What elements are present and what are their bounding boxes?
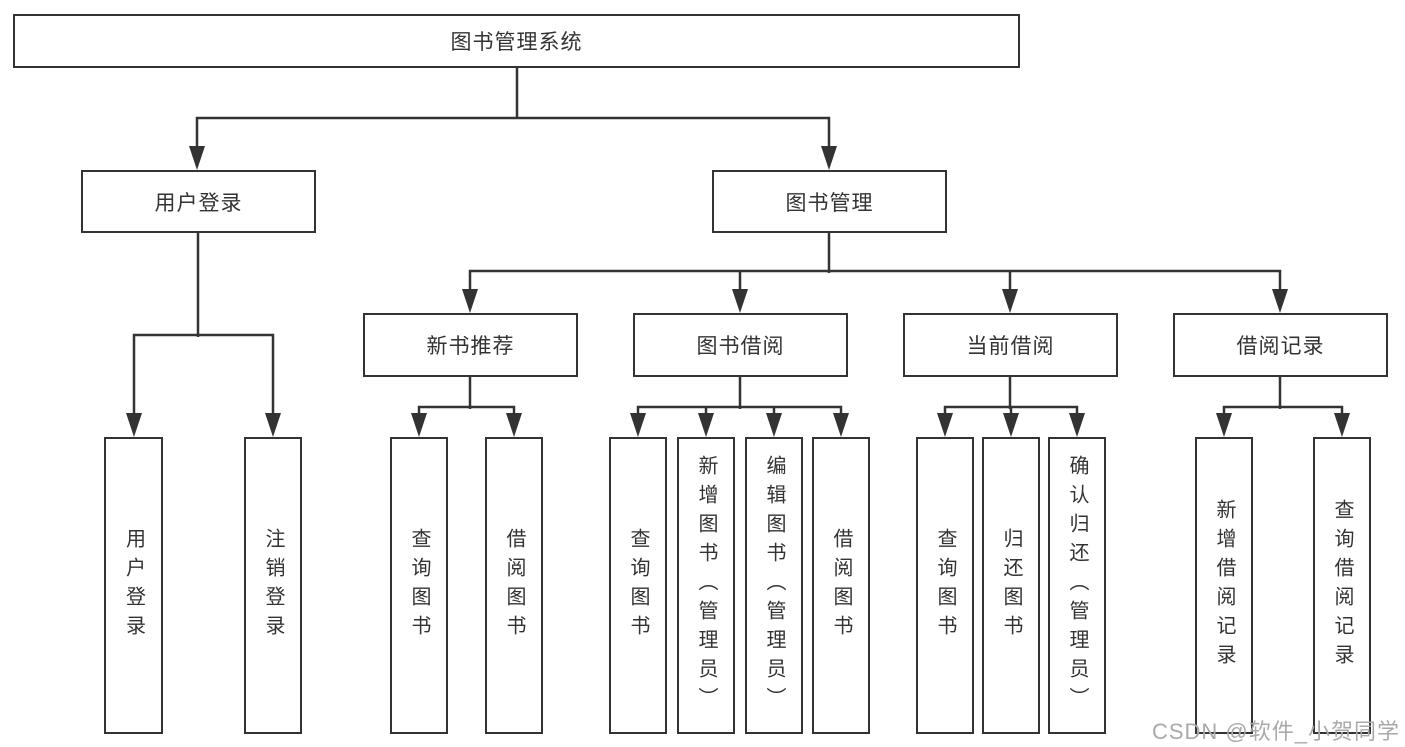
node-user-login-branch-label: 用户登录	[154, 191, 243, 215]
node-leaf-query-books-1-label: 查询图书	[408, 527, 430, 644]
node-new-book-rec: 新书推荐	[363, 313, 578, 377]
connector-book-borrow-to-children	[636, 375, 843, 430]
node-leaf-add-book-admin-label: 新增图书（管理员）	[695, 455, 717, 716]
node-leaf-query-books-1: 查询图书	[390, 437, 448, 734]
arrowheads-borrow-record-children	[1216, 413, 1350, 437]
node-leaf-edit-book-admin-label: 编辑图书（管理员）	[763, 455, 785, 716]
connector-new-book-to-children	[417, 375, 516, 430]
node-user-login-branch: 用户登录	[81, 170, 316, 233]
node-book-mgmt-branch-label: 图书管理	[785, 191, 874, 215]
connector-book-mgmt-to-level2	[468, 231, 1282, 306]
connector-borrow-record-to-children	[1222, 375, 1344, 430]
connector-root-to-level1	[195, 66, 831, 166]
node-leaf-edit-book-admin: 编辑图书（管理员）	[745, 437, 803, 734]
node-leaf-confirm-return-admin: 确认归还（管理员）	[1048, 437, 1106, 734]
node-leaf-query-borrow-record-label: 查询借阅记录	[1331, 498, 1353, 673]
node-borrow-record: 借阅记录	[1173, 313, 1388, 377]
node-new-book-rec-label: 新书推荐	[426, 335, 515, 358]
node-borrow-record-label: 借阅记录	[1236, 335, 1325, 358]
node-root-system: 图书管理系统	[13, 14, 1020, 68]
arrowheads-new-book-children	[411, 413, 522, 437]
node-root-system-label: 图书管理系统	[450, 31, 583, 54]
node-leaf-query-books-3: 查询图书	[916, 437, 974, 734]
arrowheads-book-borrow-children	[630, 413, 849, 437]
node-leaf-user-login-label: 用户登录	[122, 527, 145, 644]
arrowheads-book-mgmt-level2	[462, 289, 1288, 313]
node-leaf-borrow-books-2: 借阅图书	[812, 437, 870, 734]
node-book-borrow-label: 图书借阅	[696, 335, 785, 358]
node-leaf-user-login: 用户登录	[104, 437, 163, 734]
connector-user-login-to-children	[132, 231, 275, 430]
node-leaf-borrow-books-2-label: 借阅图书	[830, 527, 852, 644]
arrowheads-current-borrow-children	[937, 413, 1085, 437]
node-leaf-return-book: 归还图书	[982, 437, 1040, 734]
node-book-mgmt-branch: 图书管理	[712, 170, 947, 233]
node-leaf-add-borrow-record-label: 新增借阅记录	[1213, 498, 1235, 673]
node-leaf-logout: 注销登录	[244, 437, 302, 734]
node-leaf-borrow-books-1: 借阅图书	[485, 437, 543, 734]
node-leaf-query-books-2: 查询图书	[609, 437, 667, 734]
csdn-watermark: CSDN @软件_小贺同学	[1151, 719, 1400, 744]
node-leaf-query-books-3-label: 查询图书	[934, 527, 956, 644]
node-current-borrow: 当前借阅	[903, 313, 1118, 377]
node-book-borrow: 图书借阅	[633, 313, 848, 377]
node-leaf-query-borrow-record: 查询借阅记录	[1313, 437, 1371, 734]
node-leaf-confirm-return-admin-label: 确认归还（管理员）	[1066, 455, 1088, 716]
arrowheads-user-login-children	[126, 413, 281, 437]
node-leaf-return-book-label: 归还图书	[1000, 527, 1022, 644]
arrowheads-root-to-level1	[189, 146, 837, 170]
node-leaf-add-borrow-record: 新增借阅记录	[1195, 437, 1253, 734]
node-leaf-logout-label: 注销登录	[262, 527, 284, 644]
node-leaf-borrow-books-1-label: 借阅图书	[503, 527, 525, 644]
node-leaf-add-book-admin: 新增图书（管理员）	[677, 437, 735, 734]
node-current-borrow-label: 当前借阅	[966, 335, 1055, 358]
node-leaf-query-books-2-label: 查询图书	[627, 527, 649, 644]
